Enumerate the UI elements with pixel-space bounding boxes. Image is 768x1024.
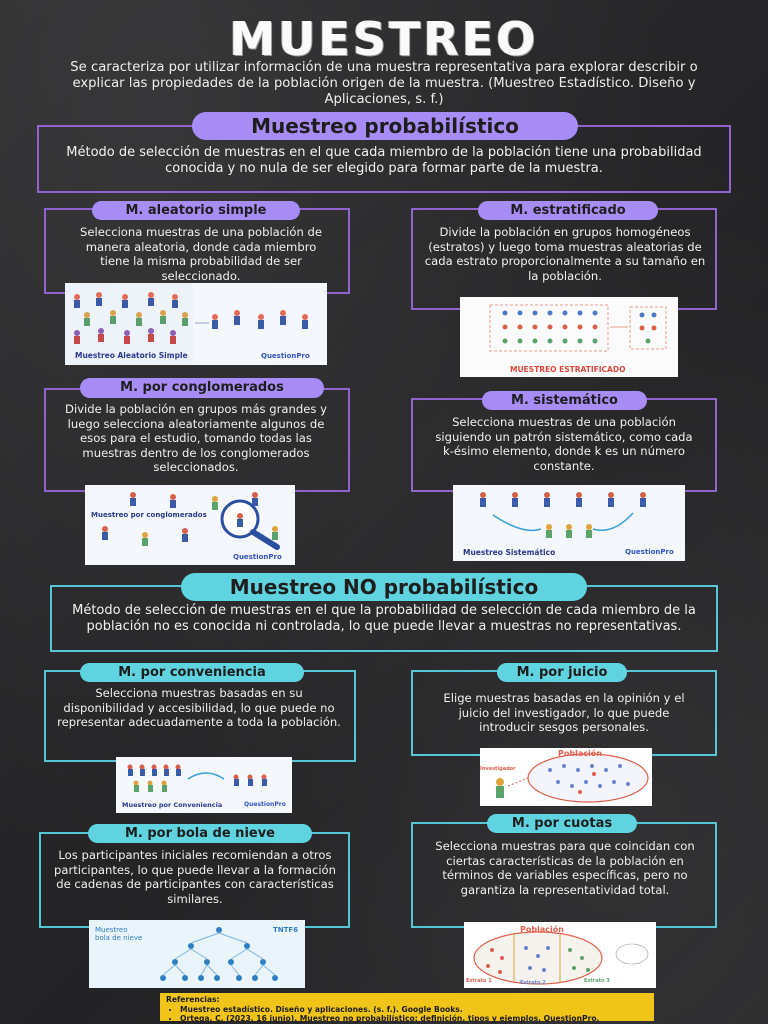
method-text-bola-de-nieve: Los participantes iniciales recomiendan … [53,848,336,906]
tntf6-logo: TNTF6 [273,926,299,934]
reference-item: Muestreo estadístico. Diseño y aplicacio… [180,1005,648,1015]
cuotas-image-caption: Población [520,925,564,934]
page-title: MUESTREO [229,12,539,66]
conglomerados-image-caption: Muestreo por conglomerados [91,511,207,519]
method-label-juicio: M. por juicio [497,663,627,682]
method-text-sistematico: Selecciona muestras de una población sig… [435,415,693,473]
non-probabilistic-heading: Muestreo NO probabilístico [181,573,587,601]
conveniencia-illustration: Muestreo por Conveniencia QuestionPro [116,757,292,813]
references-heading: Referencias: [166,995,220,1004]
cuotas-label-estrato-2: Estrato 2 [520,980,546,986]
conveniencia-image-caption: Muestreo por Conveniencia [122,801,223,809]
method-label-conglomerados: M. por conglomerados [80,378,324,398]
cuotas-label-estrato-1: Estrato 1 [466,978,492,984]
method-text-cuotas: Selecciona muestras para que coincidan c… [435,839,695,897]
cuotas-label-estrato-3: Estrato 3 [584,978,610,984]
references-box: Referencias: Muestreo estadístico. Diseñ… [160,993,654,1024]
conglomerados-illustration: Muestreo por conglomerados QuestionPro [85,485,295,565]
method-label-aleatorio: M. aleatorio simple [92,201,300,220]
sistematico-illustration: Muestreo Sistemático QuestionPro [453,485,685,561]
method-label-sistematico: M. sistemático [482,391,647,410]
bola-de-nieve-illustration: Muestreo bola de nieve TNTF6 [89,920,305,988]
intro-text: Se caracteriza por utilizar información … [70,60,698,107]
references-list: Muestreo estadístico. Diseño y aplicacio… [166,1005,648,1024]
bola-de-nieve-image-caption: Muestreo bola de nieve [95,926,143,942]
juicio-image-caption: Población [558,749,602,758]
non-probabilistic-definition: Método de selección de muestras en el qu… [72,603,696,634]
estratificado-image-caption: MUESTREO ESTRATIFICADO [510,365,626,374]
questionpro-logo: QuestionPro [625,548,674,556]
sistematico-image-caption: Muestreo Sistemático [463,548,556,557]
probabilistic-definition: Método de selección de muestras en el qu… [66,145,702,176]
estratificado-illustration: MUESTREO ESTRATIFICADO [460,297,678,377]
method-label-conveniencia: M. por conveniencia [80,663,304,682]
method-text-conveniencia: Selecciona muestras basadas en su dispon… [57,686,341,729]
reference-item: Ortega, C. (2023, 16 junio). Muestreo no… [180,1014,648,1024]
juicio-image-side-label: Investigador [480,766,516,772]
aleatorio-image-caption: Muestreo Aleatorio Simple [75,351,188,360]
juicio-illustration: Población Investigador [480,748,652,806]
method-text-conglomerados: Divide la población en grupos más grande… [65,402,327,474]
questionpro-logo: QuestionPro [261,352,310,360]
probabilistic-heading: Muestreo probabilístico [192,112,578,140]
aleatorio-simple-illustration: Muestreo Aleatorio Simple QuestionPro [65,283,327,365]
cuotas-illustration: Población Estrato 1 Estrato 2 Estrato 3 [464,922,656,988]
method-text-estratificado: Divide la población en grupos homogéneos… [424,225,706,283]
method-label-cuotas: M. por cuotas [487,814,637,833]
method-label-estratificado: M. estratificado [478,201,658,220]
questionpro-logo: QuestionPro [244,801,286,808]
method-label-bola-de-nieve: M. por bola de nieve [88,824,312,843]
method-text-juicio: Elige muestras basadas en la opinión y e… [443,691,685,734]
method-text-aleatorio: Selecciona muestras de una población de … [79,225,323,283]
questionpro-logo: QuestionPro [233,553,282,561]
